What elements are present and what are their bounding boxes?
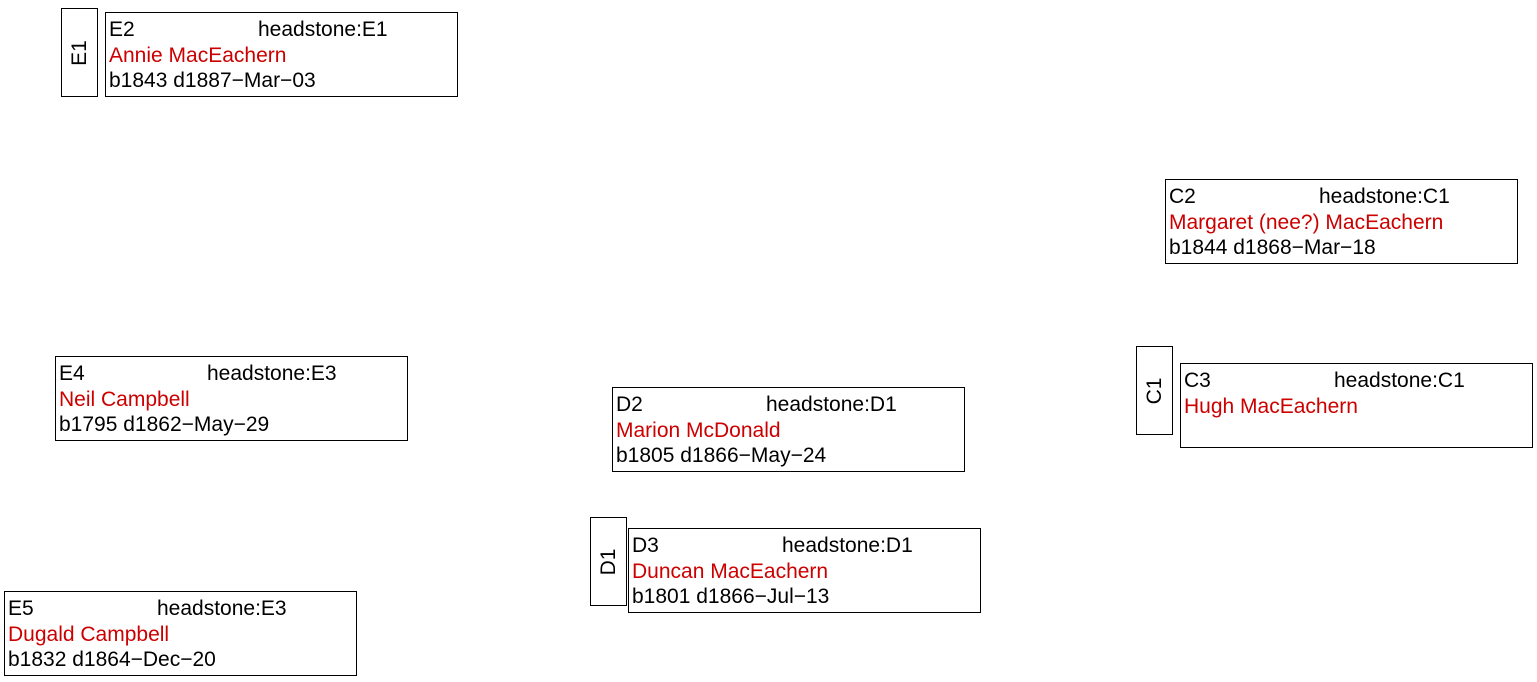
plot-id: C3 bbox=[1184, 369, 1211, 392]
person-name: Margaret (nee?) MacEachern bbox=[1169, 210, 1444, 234]
headstone-ref: headstone:E3 bbox=[157, 597, 287, 620]
life-dates bbox=[1184, 419, 1529, 445]
life-dates: b1805 d1866−May−24 bbox=[616, 444, 827, 467]
headstone-ref: headstone:D1 bbox=[766, 393, 897, 416]
life-dates: b1844 d1868−Mar−18 bbox=[1169, 236, 1376, 259]
plot-id: D3 bbox=[632, 534, 659, 557]
life-dates: b1832 d1864−Dec−20 bbox=[8, 648, 216, 671]
grave-card-c3[interactable]: C3 headstone:C1 Hugh MacEachern bbox=[1180, 363, 1533, 448]
card-header: E5 headstone:E3 bbox=[8, 596, 353, 622]
headstone-tag-label: E1 bbox=[67, 39, 91, 66]
person-name: Neil Campbell bbox=[59, 387, 190, 411]
person-name: Dugald Campbell bbox=[8, 622, 170, 646]
plot-id: E4 bbox=[59, 362, 85, 385]
headstone-ref: headstone:C1 bbox=[1319, 185, 1450, 208]
headstone-ref: headstone:E1 bbox=[258, 18, 388, 41]
headstone-ref: headstone:C1 bbox=[1334, 369, 1465, 392]
grave-card-e4[interactable]: E4 headstone:E3 Neil Campbell b1795 d186… bbox=[55, 356, 408, 441]
card-header: E4 headstone:E3 bbox=[59, 361, 404, 387]
headstone-ref: headstone:E3 bbox=[207, 362, 337, 385]
headstone-tag-c1[interactable]: C1 bbox=[1136, 346, 1173, 435]
person-name: Duncan MacEachern bbox=[632, 559, 829, 583]
life-dates: b1843 d1887−Mar−03 bbox=[109, 69, 316, 92]
life-dates: b1795 d1862−May−29 bbox=[59, 413, 270, 436]
life-dates: b1801 d1866−Jul−13 bbox=[632, 585, 830, 608]
card-header: E2 headstone:E1 bbox=[109, 17, 454, 43]
headstone-ref: headstone:D1 bbox=[782, 534, 913, 557]
headstone-tag-label: D1 bbox=[596, 548, 620, 575]
card-header: C3 headstone:C1 bbox=[1184, 368, 1529, 394]
headstone-tag-d1[interactable]: D1 bbox=[590, 517, 627, 606]
plot-id: C2 bbox=[1169, 185, 1196, 208]
headstone-tag-e1[interactable]: E1 bbox=[61, 8, 98, 97]
person-name: Marion McDonald bbox=[616, 418, 781, 442]
plot-id: E2 bbox=[109, 18, 135, 41]
person-name: Hugh MacEachern bbox=[1184, 394, 1358, 418]
plot-id: E5 bbox=[8, 597, 34, 620]
card-header: D3 headstone:D1 bbox=[632, 533, 977, 559]
grave-card-e5[interactable]: E5 headstone:E3 Dugald Campbell b1832 d1… bbox=[4, 591, 357, 676]
grave-card-c2[interactable]: C2 headstone:C1 Margaret (nee?) MacEache… bbox=[1165, 179, 1518, 264]
card-header: C2 headstone:C1 bbox=[1169, 184, 1514, 210]
person-name: Annie MacEachern bbox=[109, 43, 287, 67]
grave-card-d2[interactable]: D2 headstone:D1 Marion McDonald b1805 d1… bbox=[612, 387, 965, 472]
grave-card-e2[interactable]: E2 headstone:E1 Annie MacEachern b1843 d… bbox=[105, 12, 458, 97]
plot-id: D2 bbox=[616, 393, 643, 416]
grave-card-d3[interactable]: D3 headstone:D1 Duncan MacEachern b1801 … bbox=[628, 528, 981, 613]
card-header: D2 headstone:D1 bbox=[616, 392, 961, 418]
headstone-tag-label: C1 bbox=[1142, 377, 1166, 404]
